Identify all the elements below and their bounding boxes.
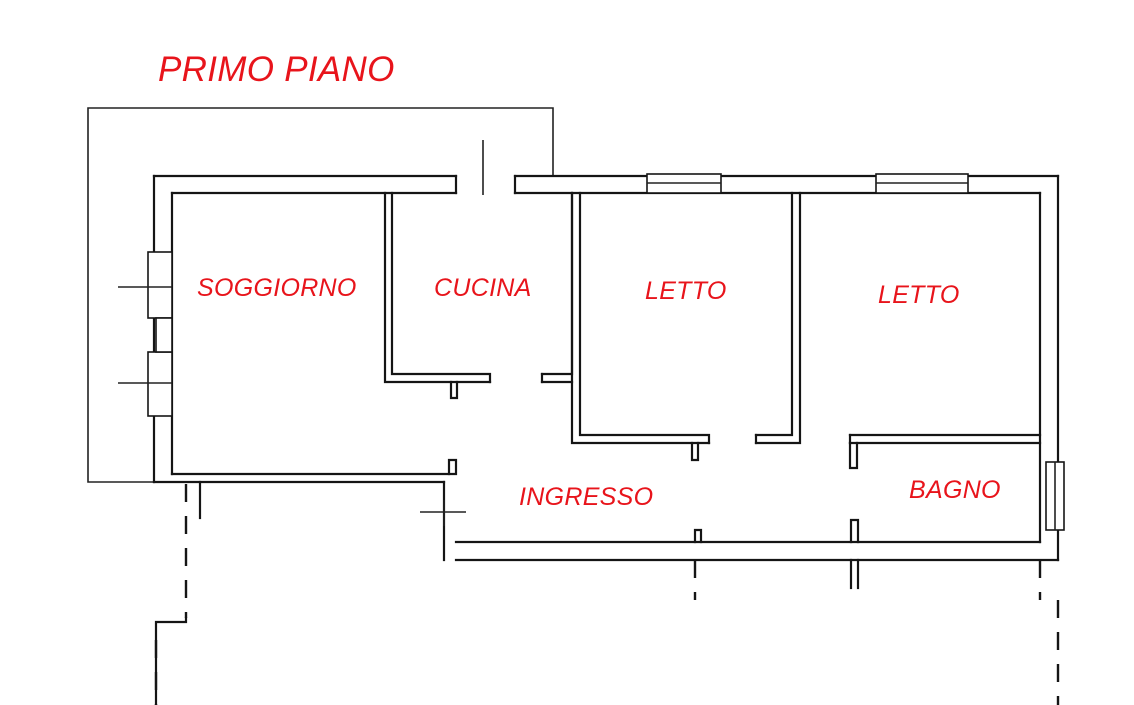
floor-title: PRIMO PIANO: [158, 50, 395, 89]
terrace-outline: [87, 107, 554, 483]
interior-walls: [383, 191, 1042, 544]
room-label-cucina: CUCINA: [434, 274, 532, 302]
opening-marks: [118, 140, 484, 526]
windows: [147, 173, 1065, 531]
room-label-letto-2: LETTO: [878, 281, 960, 309]
room-label-ingresso: INGRESSO: [519, 483, 654, 511]
room-label-bagno: BAGNO: [909, 476, 1001, 504]
room-label-letto-1: LETTO: [645, 277, 727, 305]
room-label-soggiorno: SOGGIORNO: [197, 274, 357, 302]
dashed-boundaries: [154, 480, 1060, 705]
